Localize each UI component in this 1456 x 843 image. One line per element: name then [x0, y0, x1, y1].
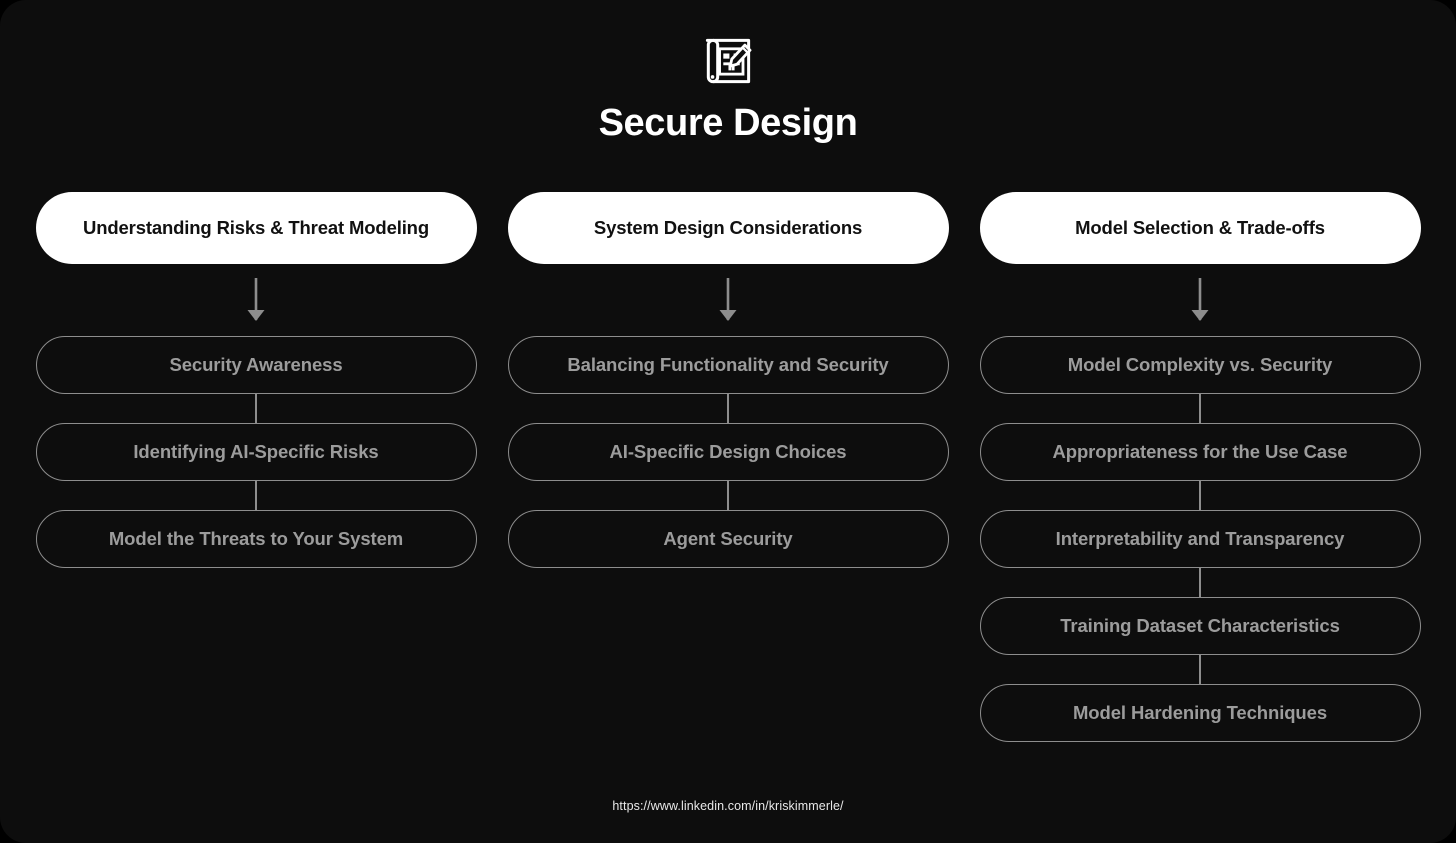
arrow-down-icon [980, 264, 1421, 336]
connector-line [1199, 655, 1201, 684]
list-item[interactable]: Model Hardening Techniques [979, 684, 1421, 742]
connector-line [255, 481, 257, 510]
list-item[interactable]: Agent Security [507, 510, 949, 568]
list-item[interactable]: Appropriateness for the Use Case [979, 423, 1421, 481]
list-item[interactable]: Training Dataset Characteristics [979, 597, 1421, 655]
connector-line [727, 394, 729, 423]
connector-line [1199, 394, 1201, 423]
column-header-model-selection[interactable]: Model Selection & Trade-offs [979, 192, 1421, 264]
arrow-down-icon [508, 264, 949, 336]
arrow-down-icon [36, 264, 477, 336]
column-header-system-design[interactable]: System Design Considerations [507, 192, 949, 264]
list-item[interactable]: AI-Specific Design Choices [507, 423, 949, 481]
list-item[interactable]: Security Awareness [35, 336, 477, 394]
connector-line [727, 481, 729, 510]
list-item[interactable]: Interpretability and Transparency [979, 510, 1421, 568]
list-item[interactable]: Identifying AI-Specific Risks [35, 423, 477, 481]
page-title: Secure Design [598, 102, 858, 144]
footer-url[interactable]: https://www.linkedin.com/in/kriskimmerle… [612, 799, 844, 813]
list-item[interactable]: Model the Threats to Your System [35, 510, 477, 568]
column-header-understanding-risks[interactable]: Understanding Risks & Threat Modeling [35, 192, 477, 264]
list-item[interactable]: Model Complexity vs. Security [979, 336, 1421, 394]
connector-line [1199, 481, 1201, 510]
list-item[interactable]: Balancing Functionality and Security [507, 336, 949, 394]
blueprint-pencil-icon [0, 30, 1456, 92]
header: Secure Design [0, 0, 1456, 142]
connector-line [1199, 568, 1201, 597]
connector-line [255, 394, 257, 423]
